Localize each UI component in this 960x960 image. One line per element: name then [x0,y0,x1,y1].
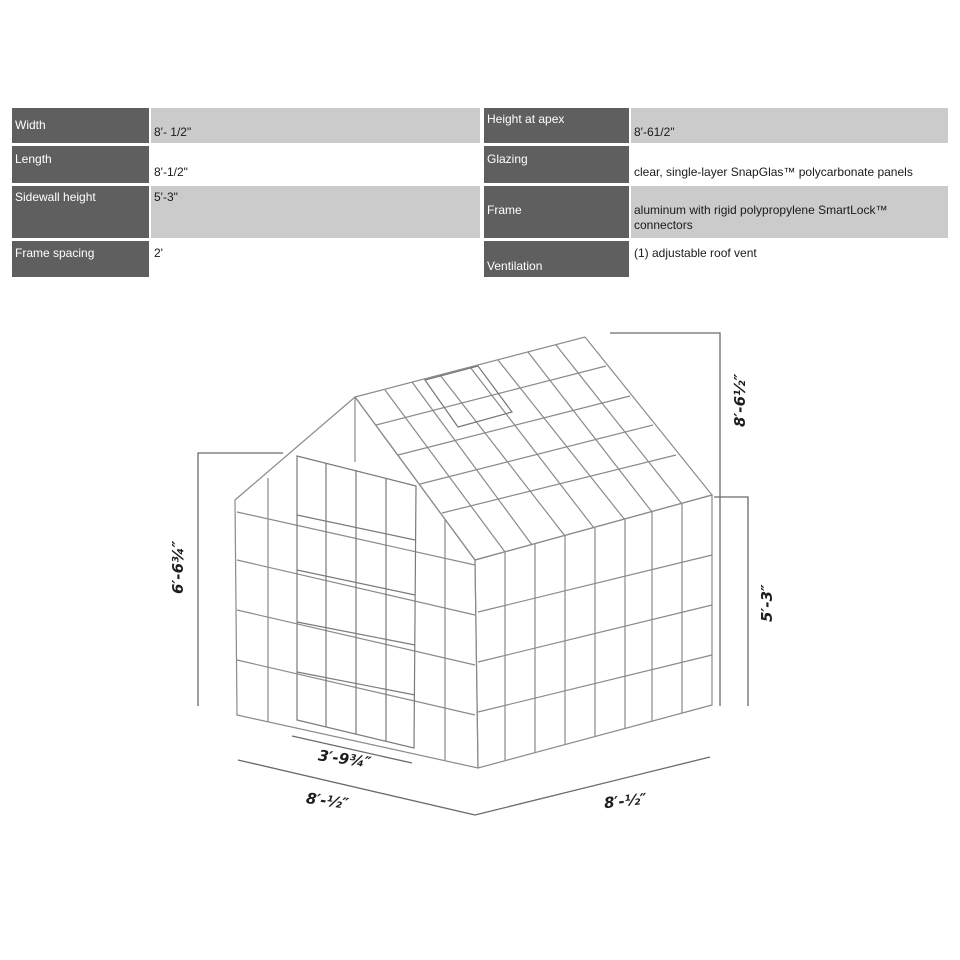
spec-value-frame: aluminum with rigid polypropylene SmartL… [631,186,948,238]
double-door [296,455,417,749]
spec-label-glazing: Glazing [484,146,629,183]
spec-value-width: 8'- 1/2" [151,108,480,143]
spec-value-sidewall-height: 5'-3" [151,186,480,238]
spec-label-ventilation: Ventilation [484,241,629,277]
roof [353,336,714,561]
spec-label-frame-spacing: Frame spacing [12,241,149,277]
spec-value-frame-spacing: 2' [154,246,163,260]
spec-value-glazing: clear, single-layer SnapGlas™ polycarbon… [634,165,913,179]
spec-label-width: Width [12,108,149,143]
spec-value-ventilation: (1) adjustable roof vent [634,246,757,260]
dim-gable-side-height: 6′-6¾″ [169,540,187,594]
roof-vent [424,365,514,428]
spec-label-length: Length [12,146,149,183]
spec-label-frame: Frame [484,186,629,238]
spec-label-sidewall-height: Sidewall height [12,186,149,238]
spec-value-length: 8'-1/2" [154,165,188,179]
side-wall [474,494,713,769]
spec-value-height-at-apex: 8'-61/2" [631,108,948,143]
dimension-lines [197,332,749,816]
dim-sidewall-height: 5′-3″ [758,584,776,622]
spec-label-height-at-apex: Height at apex [484,108,629,143]
dim-apex-height: 8′-6½″ [731,373,749,427]
